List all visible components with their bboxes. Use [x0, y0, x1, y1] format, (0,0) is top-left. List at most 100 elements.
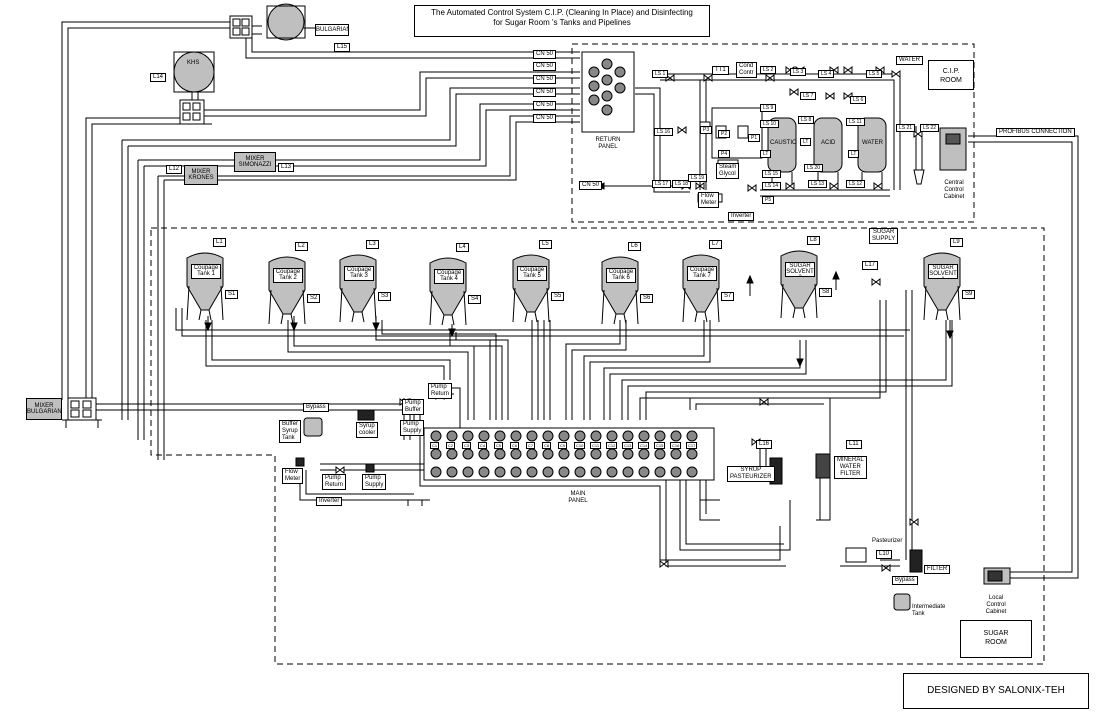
pump-return-lower: Pump Return [322, 474, 347, 490]
cip-flow-meter: Flow Meter [698, 192, 720, 208]
valve-28 [909, 518, 919, 526]
valve-16 [747, 184, 757, 192]
valve-9 [891, 70, 901, 78]
panel-tag-7: C7 [526, 442, 536, 449]
panel-port [526, 430, 538, 442]
flow-arrows [204, 182, 954, 368]
tank-name-line: SUGAR [789, 263, 811, 269]
top-vessels [62, 3, 306, 428]
cip-tag-16: LS 16 [654, 128, 674, 136]
cn-line-2: CN 50 [533, 62, 557, 71]
pump-supply-lower: Pump Supply [362, 474, 387, 490]
cip-tag-22: LS 22 [920, 124, 940, 132]
cip-tag-12: LS 12 [846, 180, 866, 188]
panel-port [606, 466, 618, 478]
panel-port [606, 448, 618, 460]
tank-sensor-tag-2: S2 [307, 294, 321, 303]
pump-supply-line-1: Pump [403, 421, 419, 427]
panel-port [670, 430, 682, 442]
tank-sensor-tag-9: S9 [962, 290, 976, 299]
panel-port [446, 466, 458, 478]
tank-name-line: SUGAR [932, 265, 954, 271]
panel-port [638, 448, 650, 460]
syrup-tag: L16 [756, 440, 773, 449]
return-panel-label: RETURN PANEL [592, 137, 624, 151]
panel-tag-12: C12 [606, 442, 618, 449]
cooler-line-1: Syrup [359, 423, 375, 429]
panel-port [590, 430, 602, 442]
mixer-bulgarian: MIXER BULGARIAN [26, 398, 62, 420]
mineral-line-1: MINERAL [837, 457, 864, 463]
tank-sensor-tag-4: S4 [468, 295, 482, 304]
cn-line-6: CN 50 [533, 114, 557, 123]
mixer-simonazzi: MIXER SIMONAZZI [234, 152, 276, 172]
tank-name-line: Coupage [193, 265, 219, 271]
tank-name-line: Tank 3 [350, 273, 368, 279]
panel-tag-14: C14 [638, 442, 650, 449]
cip-tag-1: LS 1 [652, 70, 669, 78]
buffer-tank: Buffer Syrup Tank [279, 420, 301, 443]
panel-port [510, 448, 522, 460]
main-panel [400, 427, 720, 506]
designer-credit: DESIGNED BY SALONIX-TEH [903, 673, 1089, 709]
syrup-past-line-2: PASTEURIZER [730, 474, 772, 480]
cip-room-border [571, 43, 975, 223]
panel-port [622, 466, 634, 478]
panel-port [686, 466, 698, 478]
panel-port [638, 430, 650, 442]
panel-port [670, 448, 682, 460]
panel-port [558, 430, 570, 442]
tank-name-line: Tank 6 [612, 275, 630, 281]
tank-level-tag-5: L5 [539, 240, 552, 249]
valve-2 [703, 74, 713, 82]
caustic-label: CAUSTIC [770, 140, 797, 146]
panel-port [494, 448, 506, 460]
bulgarian-tag: L15 [334, 43, 351, 52]
cip-room-line-2: ROOM [940, 77, 962, 84]
panel-tag-15: C15 [654, 442, 666, 449]
pump-buffer-line-2: Buffer [405, 407, 421, 413]
panel-port [622, 430, 634, 442]
intermediate-line-1: Intermediate [912, 604, 946, 610]
panel-port [654, 430, 666, 442]
cip-inverter: Inverter [728, 212, 755, 221]
panel-port [510, 466, 522, 478]
pump-supply-line-2: Supply [403, 428, 422, 434]
pump-buffer: Pump Buffer [402, 399, 424, 415]
cn-line-5: CN 50 [533, 101, 557, 110]
lower-flow-meter: Flow Meter [282, 468, 304, 484]
lower-inverter: Inverter [316, 497, 343, 506]
intermediate-label: Intermediate Tank [912, 604, 945, 618]
sugar-room-border [150, 227, 1045, 665]
panel-port [526, 466, 538, 478]
panel-port [478, 448, 490, 460]
tank-name-line: Coupage [436, 270, 462, 276]
cip-tag-5: LS 5 [866, 70, 883, 78]
panel-port [446, 448, 458, 460]
cip-tag-14: LS 14 [762, 182, 782, 190]
tank-sensor-tag-3: S3 [378, 292, 392, 301]
cip-tag-13: LS 13 [808, 180, 828, 188]
tank-name-line: Coupage [689, 267, 715, 273]
profibus-label: PROFIBUS CONNECTION [996, 128, 1075, 137]
return-panel [581, 51, 635, 133]
pump-s-lower-line-2: Supply [365, 482, 384, 488]
filter-label: FILTER [924, 565, 951, 574]
panel-port [462, 448, 474, 460]
valve-25 [659, 560, 669, 568]
cip-return-cn: CN 50 [579, 181, 603, 190]
cip-flow-line-2: Meter [701, 200, 717, 206]
valve-7 [843, 66, 853, 74]
tank-level-tag-1: L1 [213, 238, 226, 247]
main-panel-label: MAIN PANEL [565, 491, 591, 505]
sugar-room-line-1: SUGAR [983, 630, 1009, 637]
cn-line-4: CN 50 [533, 88, 557, 97]
panel-port [430, 430, 442, 442]
cip-tag-23: P1 [748, 134, 761, 142]
